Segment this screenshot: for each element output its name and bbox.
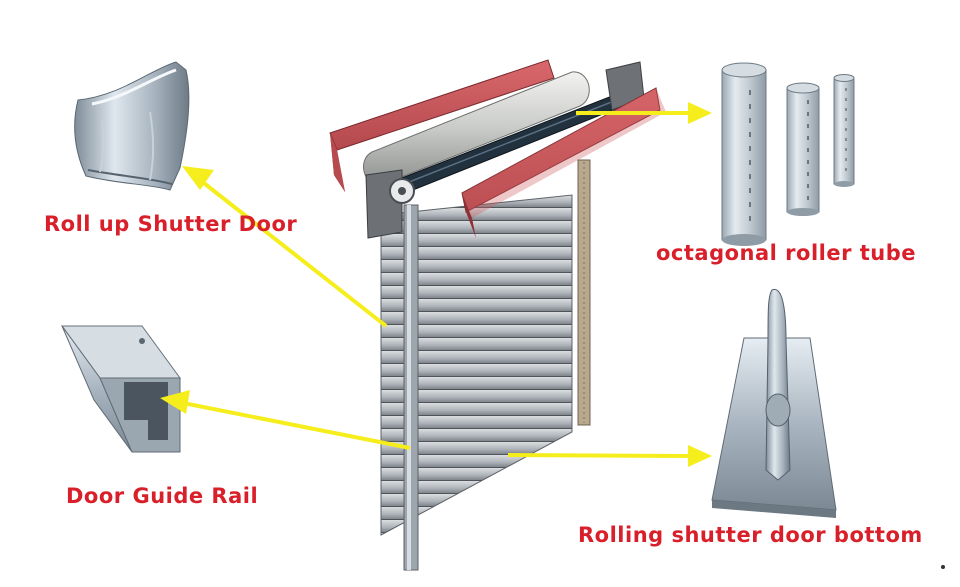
- arrow-roller-tube-head: [688, 102, 712, 124]
- label-octagonal-roller-tube: octagonal roller tube: [656, 241, 917, 265]
- label-rolling-shutter-door-bottom: Rolling shutter door bottom: [578, 523, 923, 547]
- label-roll-up-shutter-door: Roll up Shutter Door: [44, 212, 298, 236]
- arrow-guide-rail: [177, 400, 411, 450]
- roller-tubes-image: [721, 62, 855, 246]
- bottom-bar-image: [711, 288, 837, 518]
- slat-curtain: [380, 194, 573, 536]
- arrow-bottom: [507, 453, 691, 458]
- arrow-roll-up: [198, 178, 388, 328]
- label-door-guide-rail: Door Guide Rail: [66, 484, 259, 508]
- guide-rail-image: [61, 325, 181, 453]
- front-housing-plate: [461, 87, 661, 213]
- arrow-bottom-head: [688, 445, 712, 467]
- arrow-guide-rail-head: [160, 390, 190, 414]
- pointer-arrows: [160, 102, 712, 467]
- slat-profile-image: [74, 61, 190, 191]
- corner-dot: [941, 565, 945, 569]
- roller-drum: [363, 71, 590, 186]
- shutter-assembly: [329, 59, 666, 571]
- arrow-roll-up-head: [182, 166, 214, 190]
